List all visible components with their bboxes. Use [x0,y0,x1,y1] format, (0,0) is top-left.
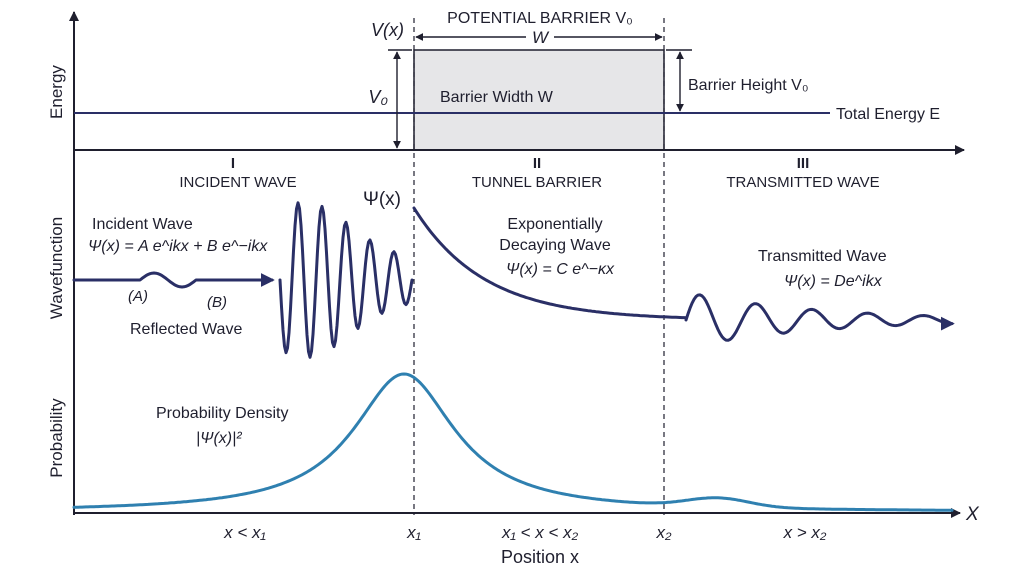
decay-wave-equation: Ψ(x) = C e^−κx [506,261,615,278]
potential-barrier-title: POTENTIAL BARRIER V₀ [447,10,633,27]
x-axis-end-label: X [965,504,980,525]
transmitted-wave-equation: Ψ(x) = De^ikx [784,273,883,290]
total-energy-label: Total Energy E [836,106,940,123]
region-2-name: TUNNEL BARRIER [472,174,602,191]
decay-title-line-2: Decaying Wave [499,237,611,254]
barrier-height-label: Barrier Height V₀ [688,77,808,94]
probability-density-curve [72,372,954,512]
energy-axis-label: Energy [47,65,66,119]
width-symbol-backdrop [526,28,554,46]
region-3-numeral: III [797,155,810,172]
region-1-numeral: I [231,155,235,172]
region-3-name: TRANSMITTED WAVE [726,174,879,191]
reflected-wave-label: Reflected Wave [130,321,242,338]
a-marker: (A) [128,288,148,305]
position-axis-label: Position x [501,547,579,567]
tick-x-less-x1: x < x₁ [223,523,266,542]
incident-wave-title: Incident Wave [92,216,193,233]
tick-x2: x₂ [656,523,673,542]
tick-x1-x-x2: x₁ < x < x₂ [501,523,579,542]
decaying-wave-curve [412,206,688,320]
barrier-width-symbol: W [532,28,550,47]
tick-x-greater-x2: x > x₂ [783,523,827,542]
oscillation-wave-curve [278,201,414,359]
probability-axis-label: Probability [47,398,66,478]
transmitted-wave-title: Transmitted Wave [758,248,887,265]
total-energy-backdrop [832,100,958,124]
v0-label: V₀ [368,87,388,107]
tick-x1: x₁ [406,523,421,542]
b-marker: (B) [207,294,227,311]
barrier-width-label: Barrier Width W [440,89,554,106]
region-2-numeral: II [533,155,541,172]
region-1-name: INCIDENT WAVE [179,174,296,191]
probability-density-title: Probability Density [156,405,289,422]
vx-label: V(x) [371,20,404,40]
incident-wave-equation: Ψ(x) = A e^ikx + B e^−ikx [88,238,268,255]
potential-barrier-box [413,49,665,151]
incident-wave-curve [72,271,275,289]
decay-title-line-1: Exponentially [507,216,602,233]
psi-label: Ψ(x) [363,189,401,210]
wavefunction-axis-label: Wavefunction [47,217,66,319]
transmitted-wave-curve [684,293,955,342]
probability-density-formula: |Ψ(x)|² [196,430,242,447]
